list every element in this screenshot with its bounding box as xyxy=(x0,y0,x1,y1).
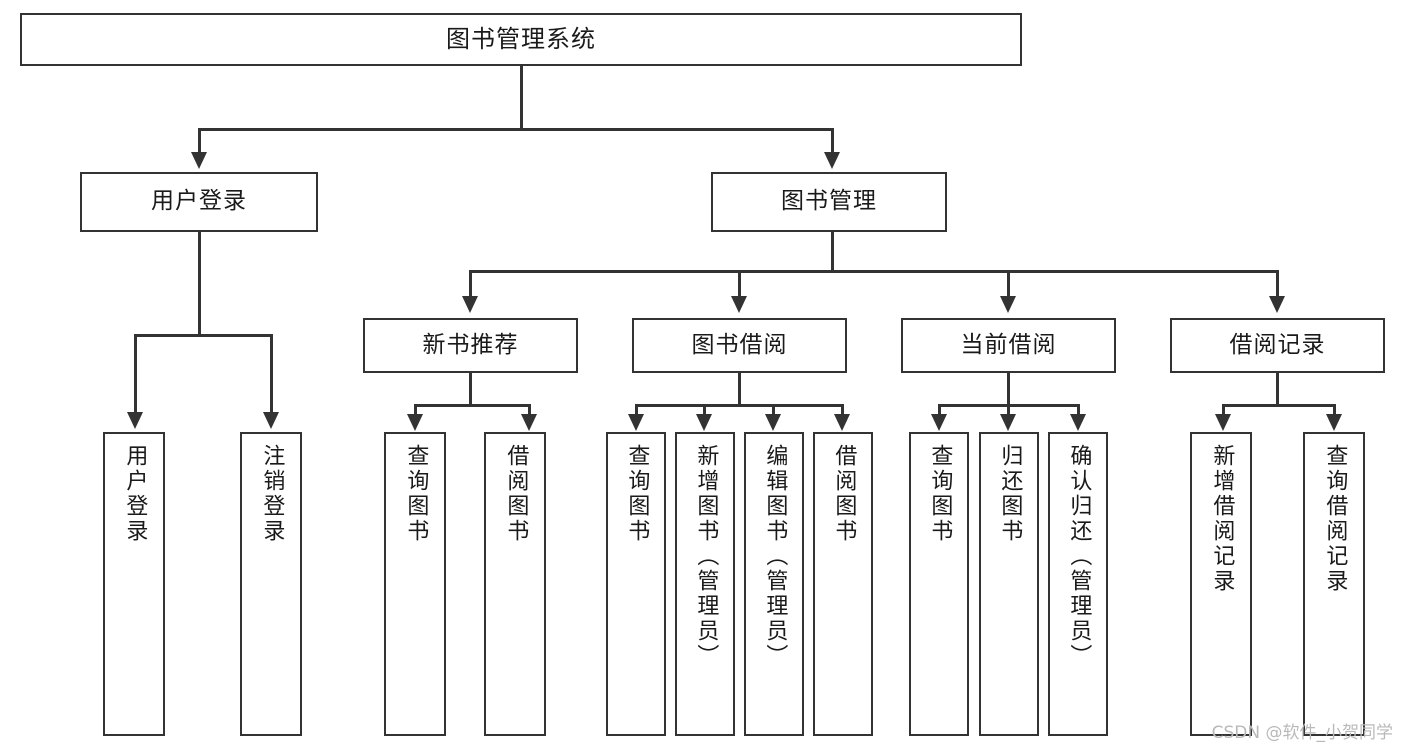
connector-bm-to-book-borrow xyxy=(738,270,741,300)
connector-cb-to-leaf-2 xyxy=(1007,404,1010,417)
leaf-borrow-record-query-record[interactable]: 查询借阅记录 xyxy=(1303,432,1365,736)
leaf-book-borrow-edit-book-admin[interactable]: 编辑图书（管理员） xyxy=(744,432,804,736)
arrowhead-bb-to-leaf-2 xyxy=(696,414,712,431)
arrowhead-bm-to-borrow-record xyxy=(1269,296,1285,313)
arrowhead-br-to-leaf-1 xyxy=(1215,414,1231,431)
leaf-user-login-logout[interactable]: 注销登录 xyxy=(240,432,302,736)
connector-borrow-record-stem xyxy=(1276,373,1279,406)
connector-new-book-stem xyxy=(469,373,472,406)
leaf-label: 新增图书（管理员） xyxy=(693,444,719,669)
node-label: 图书管理 xyxy=(781,188,877,215)
connector-book-borrow-stem xyxy=(738,373,741,406)
connector-cb-to-leaf-1 xyxy=(938,404,941,417)
connector-book-borrow-bus xyxy=(635,404,844,407)
connector-br-to-leaf-1 xyxy=(1222,404,1225,417)
connector-bb-to-leaf-2 xyxy=(703,404,706,417)
leaf-label: 确认归还（管理员） xyxy=(1066,444,1092,669)
connector-new-book-to-leaf-1 xyxy=(414,404,417,417)
connector-root-bus xyxy=(198,128,834,131)
node-label: 当前借阅 xyxy=(960,331,1057,358)
connector-book-management-stem xyxy=(831,232,834,273)
leaf-label: 归还图书 xyxy=(997,444,1023,544)
node-book-borrow[interactable]: 图书借阅 xyxy=(632,318,847,373)
node-label: 借阅记录 xyxy=(1229,331,1326,358)
connector-bm-to-current-borrow xyxy=(1007,270,1010,300)
connector-br-to-leaf-2 xyxy=(1333,404,1336,417)
connector-new-book-to-leaf-2 xyxy=(528,404,531,417)
connector-cb-to-leaf-3 xyxy=(1077,404,1080,417)
connector-bm-to-borrow-record xyxy=(1276,270,1279,300)
connector-bb-to-leaf-3 xyxy=(772,404,775,417)
arrowhead-cb-to-leaf-3 xyxy=(1070,414,1086,431)
leaf-label: 查询图书 xyxy=(624,444,650,544)
connector-user-login-stem xyxy=(198,232,201,336)
arrowhead-root-to-user-login xyxy=(191,152,207,169)
leaf-new-book-query-book[interactable]: 查询图书 xyxy=(384,432,446,736)
connector-user-login-bus xyxy=(134,334,273,337)
leaf-label: 借阅图书 xyxy=(831,444,857,544)
node-root-book-management-system[interactable]: 图书管理系统 xyxy=(20,13,1022,66)
arrowhead-br-to-leaf-2 xyxy=(1326,414,1342,431)
leaf-label: 新增借阅记录 xyxy=(1209,444,1235,594)
leaf-label: 查询图书 xyxy=(403,444,429,544)
connector-user-login-to-leaf-2 xyxy=(270,334,273,415)
arrowhead-user-login-to-leaf-1 xyxy=(127,412,143,429)
leaf-current-borrow-confirm-return-admin[interactable]: 确认归还（管理员） xyxy=(1048,432,1108,736)
node-user-login[interactable]: 用户登录 xyxy=(80,172,318,232)
arrowhead-new-book-to-leaf-2 xyxy=(521,414,537,431)
connector-root-stem xyxy=(520,66,523,130)
watermark: CSDN @软件_小贺同学 xyxy=(1211,723,1393,743)
leaf-borrow-record-add-record[interactable]: 新增借阅记录 xyxy=(1190,432,1252,736)
node-book-management[interactable]: 图书管理 xyxy=(711,172,947,232)
arrowhead-cb-to-leaf-2 xyxy=(1000,414,1016,431)
arrowhead-bb-to-leaf-4 xyxy=(834,414,850,431)
arrowhead-bm-to-book-borrow xyxy=(731,296,747,313)
node-label: 图书管理系统 xyxy=(446,25,596,54)
connector-root-to-user-login xyxy=(198,128,201,154)
connector-new-book-bus xyxy=(414,404,531,407)
arrowhead-bb-to-leaf-3 xyxy=(765,414,781,431)
leaf-label: 编辑图书（管理员） xyxy=(762,444,788,669)
arrowhead-root-to-book-management xyxy=(824,152,840,169)
leaf-book-borrow-add-book-admin[interactable]: 新增图书（管理员） xyxy=(675,432,735,736)
node-label: 用户登录 xyxy=(151,188,247,215)
leaf-label: 注销登录 xyxy=(259,444,285,544)
connector-current-borrow-stem xyxy=(1007,373,1010,406)
leaf-book-borrow-borrow-book[interactable]: 借阅图书 xyxy=(813,432,873,736)
connector-bm-to-new-book xyxy=(469,270,472,300)
connector-root-to-book-management xyxy=(831,128,834,154)
arrowhead-user-login-to-leaf-2 xyxy=(263,412,279,429)
connector-book-management-bus xyxy=(469,270,1279,273)
leaf-current-borrow-query-book[interactable]: 查询图书 xyxy=(909,432,969,736)
node-new-book-recommend[interactable]: 新书推荐 xyxy=(363,318,578,373)
leaf-label: 借阅图书 xyxy=(503,444,529,544)
leaf-label: 查询图书 xyxy=(927,444,953,544)
leaf-label: 查询借阅记录 xyxy=(1322,444,1348,594)
arrowhead-bb-to-leaf-1 xyxy=(628,414,644,431)
leaf-new-book-borrow-book[interactable]: 借阅图书 xyxy=(484,432,546,736)
arrowhead-bm-to-new-book xyxy=(462,296,478,313)
connector-borrow-record-bus xyxy=(1222,404,1336,407)
node-label: 新书推荐 xyxy=(422,331,519,358)
node-current-borrow[interactable]: 当前借阅 xyxy=(901,318,1116,373)
connector-bb-to-leaf-4 xyxy=(841,404,844,417)
leaf-current-borrow-return-book[interactable]: 归还图书 xyxy=(979,432,1039,736)
leaf-label: 用户登录 xyxy=(122,444,148,544)
node-label: 图书借阅 xyxy=(691,331,788,358)
connector-user-login-to-leaf-1 xyxy=(134,334,137,415)
arrowhead-cb-to-leaf-1 xyxy=(931,414,947,431)
leaf-user-login-login[interactable]: 用户登录 xyxy=(103,432,165,736)
node-borrow-record[interactable]: 借阅记录 xyxy=(1170,318,1385,373)
arrowhead-new-book-to-leaf-1 xyxy=(407,414,423,431)
leaf-book-borrow-query-book[interactable]: 查询图书 xyxy=(606,432,666,736)
arrowhead-bm-to-current-borrow xyxy=(1000,296,1016,313)
connector-bb-to-leaf-1 xyxy=(635,404,638,417)
